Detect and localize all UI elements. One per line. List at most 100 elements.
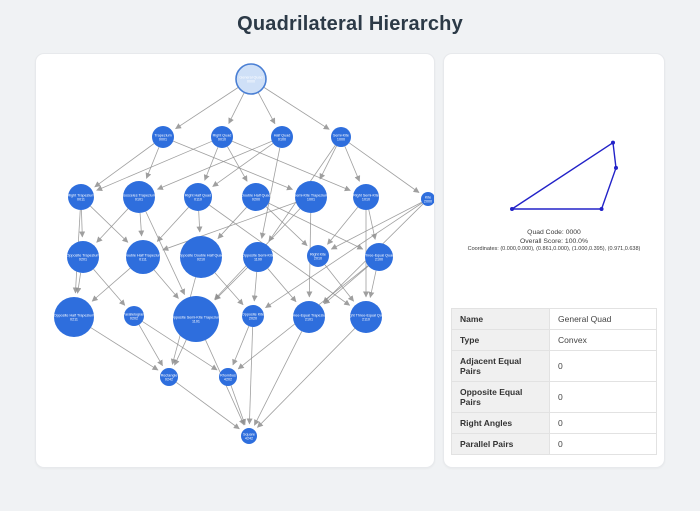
node-code: 0010 bbox=[218, 138, 226, 142]
node-circle[interactable] bbox=[307, 245, 329, 267]
graph-edge bbox=[79, 209, 86, 238]
graph-edge bbox=[327, 206, 359, 245]
node-circle[interactable] bbox=[353, 184, 379, 210]
graph-edge bbox=[348, 142, 420, 193]
node-circle[interactable] bbox=[242, 305, 264, 327]
node-circle[interactable] bbox=[421, 192, 435, 206]
node-code: 0200 bbox=[252, 198, 260, 202]
node-circle[interactable] bbox=[126, 240, 160, 274]
node-circle[interactable] bbox=[152, 126, 174, 148]
node-circle[interactable] bbox=[243, 242, 273, 272]
graph-edge bbox=[265, 206, 308, 247]
node-circle[interactable] bbox=[293, 301, 325, 333]
property-value: 0 bbox=[549, 411, 657, 434]
graph-edge bbox=[156, 140, 273, 190]
node-circle[interactable] bbox=[271, 126, 293, 148]
graph-edge bbox=[251, 271, 258, 302]
graph-edge bbox=[265, 202, 423, 308]
node-circle[interactable] bbox=[124, 306, 144, 326]
node-code: 0100 bbox=[278, 138, 286, 142]
node-circle[interactable] bbox=[54, 297, 94, 337]
graph-edge bbox=[232, 326, 250, 366]
node-circle[interactable] bbox=[180, 236, 222, 278]
graph-edge bbox=[257, 92, 276, 125]
property-value: 0 bbox=[549, 432, 657, 455]
node-circle[interactable] bbox=[242, 183, 270, 211]
node-circle[interactable] bbox=[350, 301, 382, 333]
graph-edge bbox=[228, 92, 245, 125]
graph-edge bbox=[91, 267, 131, 302]
node-circle[interactable] bbox=[235, 63, 267, 95]
node-label: Right Kite bbox=[310, 252, 326, 256]
node-circle[interactable] bbox=[123, 181, 155, 213]
node-circle[interactable] bbox=[184, 183, 212, 211]
node-circle[interactable] bbox=[219, 368, 237, 386]
node-circle[interactable] bbox=[331, 127, 351, 147]
node-circle[interactable] bbox=[295, 181, 327, 213]
quad-shape bbox=[510, 140, 618, 211]
quad-shape-wrap bbox=[454, 68, 654, 226]
graph-edge bbox=[263, 86, 330, 130]
node-code: 0211 bbox=[70, 318, 78, 322]
graph-edge bbox=[96, 208, 129, 243]
graph-edge bbox=[145, 147, 160, 179]
graph-edge bbox=[176, 382, 240, 430]
node-circle[interactable] bbox=[173, 296, 219, 342]
node-circle[interactable] bbox=[160, 368, 178, 386]
graph-edge bbox=[175, 86, 239, 130]
quad-polygon bbox=[511, 141, 617, 210]
node-label: Opposite Semi-Kite bbox=[242, 253, 274, 257]
node-label: Square bbox=[243, 432, 255, 436]
property-label: Right Angles bbox=[451, 411, 550, 434]
node-code: 2010 bbox=[314, 257, 322, 261]
node-label: Parallelogram bbox=[123, 312, 146, 316]
node-label: Isosceles Trapezium bbox=[122, 193, 156, 197]
node-code: 0111 bbox=[139, 258, 147, 262]
graph-edge bbox=[217, 207, 247, 239]
coordinates-text: Coordinates: (0.000,0.000), (0.861,0.000… bbox=[467, 246, 641, 253]
node-code: 4242 bbox=[245, 437, 253, 441]
node-circle[interactable] bbox=[365, 243, 393, 271]
graph-edge bbox=[138, 324, 163, 367]
graph-edge bbox=[196, 210, 203, 233]
node-label: Three-Equal Trapezium bbox=[290, 313, 329, 317]
node-circle[interactable] bbox=[211, 126, 233, 148]
node-label: Opposite Kite bbox=[242, 312, 264, 316]
graph-edge bbox=[173, 140, 293, 191]
property-value: 0 bbox=[549, 349, 657, 382]
graph-edge bbox=[344, 146, 361, 182]
node-circle[interactable] bbox=[68, 184, 94, 210]
node-circle[interactable] bbox=[67, 241, 99, 273]
node-circle[interactable] bbox=[241, 428, 257, 444]
node-code: 1100 bbox=[254, 258, 262, 262]
